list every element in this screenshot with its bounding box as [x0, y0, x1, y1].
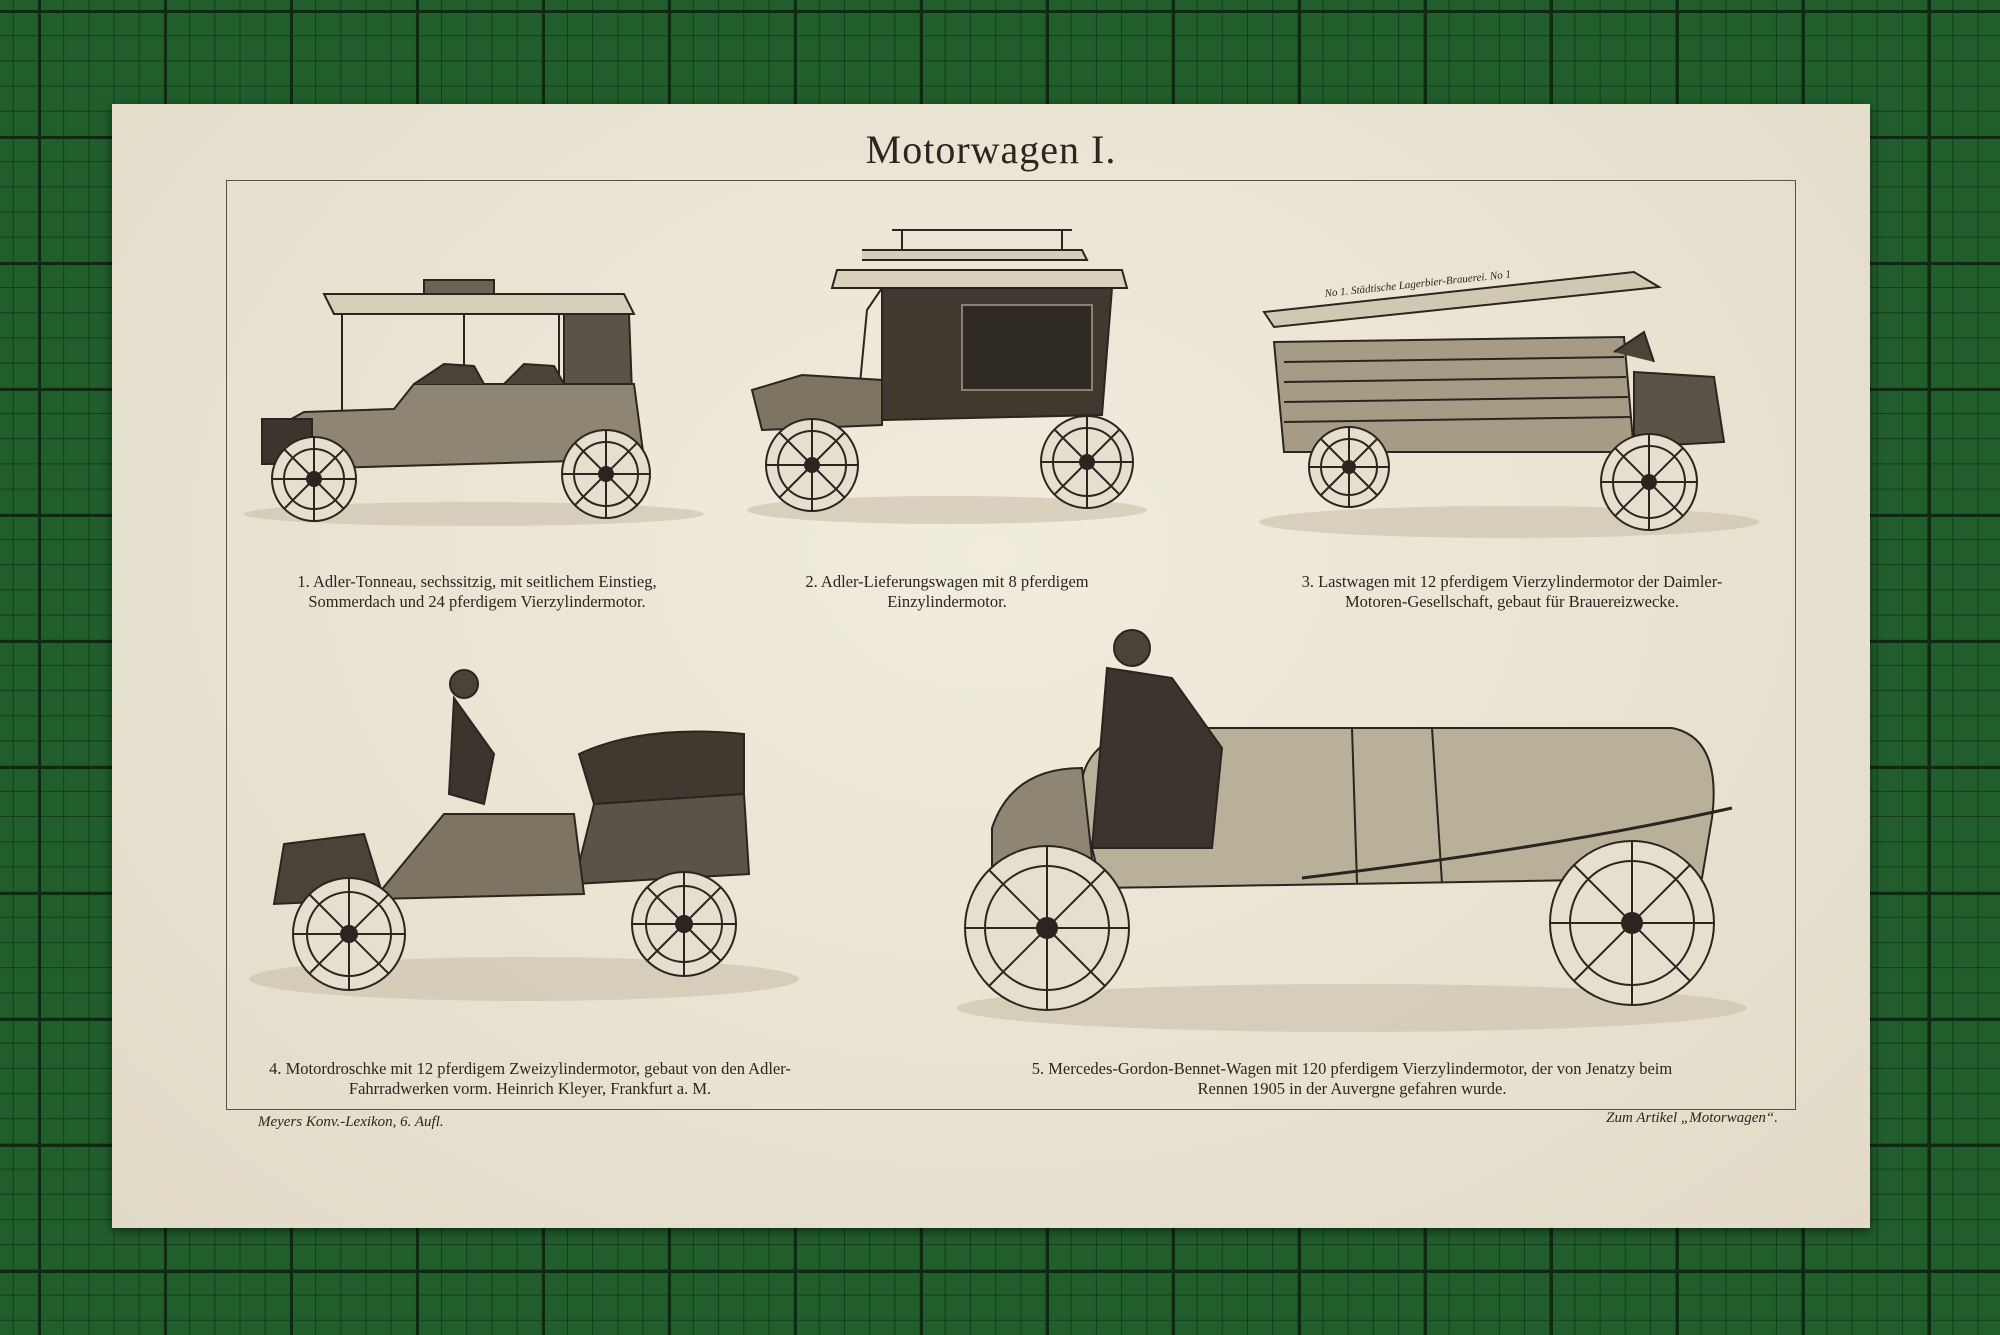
- caption-1-line-2: Sommerdach und 24 pferdigem Vierzylinder…: [308, 592, 646, 611]
- mercedes-race-car-illustration: [957, 629, 1747, 1032]
- caption-3-line-2: Motoren-Gesellschaft, gebaut für Brauere…: [1345, 592, 1679, 611]
- caption-4-line-1: 4. Motordroschke mit 12 pferdigem Zweizy…: [269, 1059, 791, 1078]
- caption-5-line-2: Rennen 1905 in der Auvergne gefahren wur…: [1197, 1079, 1507, 1098]
- lastwagen-illustration: [1259, 270, 1759, 538]
- caption-2-line-2: Einzylindermotor.: [887, 592, 1007, 611]
- figure-5-mercedes-gordon-bennet: [952, 618, 1752, 1038]
- caption-1-line-1: 1. Adler-Tonneau, sechssitzig, mit seitl…: [297, 572, 657, 591]
- caption-figure-5: 5. Mercedes-Gordon-Bennet-Wagen mit 120 …: [932, 1059, 1772, 1099]
- figure-3-lastwagen-brauerei: No 1. Städtische Lagerbier-Brauerei. No …: [1254, 242, 1764, 542]
- figure-4-motordroschke: [244, 644, 804, 1004]
- print-sheet: Motorwagen I. 1. Adler-Tonneau, sechssi: [112, 104, 1870, 1228]
- caption-figure-1: 1. Adler-Tonneau, sechssitzig, mit seitl…: [232, 572, 722, 612]
- adler-tonneau-illustration: [244, 279, 704, 526]
- caption-4-line-2: Fahrradwerken vorm. Heinrich Kleyer, Fra…: [348, 1079, 712, 1098]
- footer-left-source: Meyers Konv.-Lexikon, 6. Aufl.: [258, 1114, 444, 1130]
- plate-frame: [226, 180, 1796, 1110]
- motordroschke-illustration: [249, 669, 799, 1001]
- caption-5-line-1: 5. Mercedes-Gordon-Bennet-Wagen mit 120 …: [1031, 1059, 1673, 1078]
- figure-1-adler-tonneau: [234, 244, 716, 534]
- caption-figure-3: 3. Lastwagen mit 12 pferdigem Vierzylind…: [1252, 572, 1772, 612]
- caption-figure-4: 4. Motordroschke mit 12 pferdigem Zweizy…: [230, 1059, 830, 1099]
- adler-lieferungswagen-illustration: [747, 229, 1147, 524]
- caption-figure-2: 2. Adler-Lieferungswagen mit 8 pferdigem…: [742, 572, 1152, 612]
- page-title: Motorwagen I.: [865, 127, 1117, 172]
- figure-2-adler-lieferungswagen: [742, 190, 1152, 530]
- caption-2-line-1: 2. Adler-Lieferungswagen mit 8 pferdigem: [805, 572, 1089, 591]
- caption-3-line-1: 3. Lastwagen mit 12 pferdigem Vierzylind…: [1301, 572, 1723, 591]
- footer-right-article: Zum Artikel „Motorwagen“.: [1606, 1110, 1778, 1126]
